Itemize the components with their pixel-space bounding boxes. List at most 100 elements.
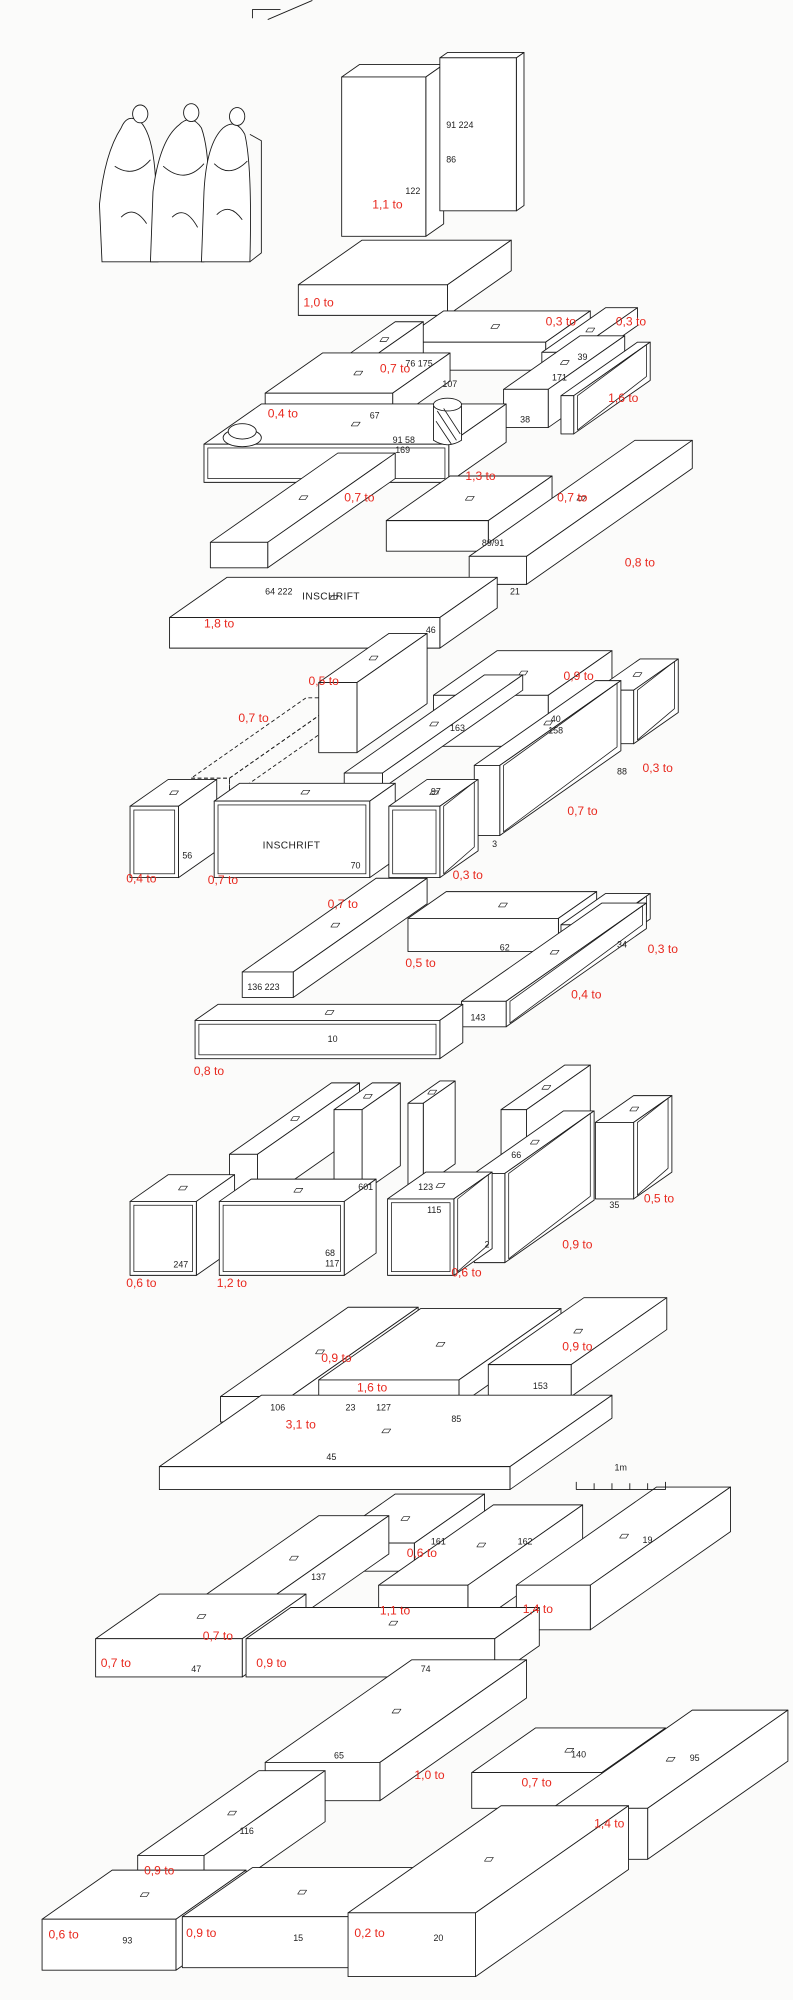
block-number: 38 [520,414,530,424]
block-number: 153 [533,1381,548,1391]
block-number: 107 [442,379,457,389]
block-number: 115 [427,1205,441,1215]
stone-block [209,452,396,569]
block-number: 91 224 [446,120,473,130]
round-base-disc [222,423,262,448]
weight-label: 1,8 to [204,617,235,631]
stone-block [333,1082,401,1193]
stone-block [407,1080,456,1187]
stone-block [560,341,651,435]
stone-block [387,1171,493,1276]
weight-label: 0,6 to [48,1927,79,1941]
block-number: 95 [690,1753,700,1763]
block-number: 91 58 [393,435,415,445]
stone-block [439,52,525,212]
weight-label: 1,4 to [594,1816,625,1830]
weight-label: 1,6 to [357,1380,388,1394]
block-number: 68 [325,1248,335,1258]
block-number: 40 [551,714,561,724]
block-number: 143 [470,1012,485,1022]
block-number: 65 [334,1751,344,1761]
block-number: 169 [395,445,410,455]
stone-block [318,633,428,754]
weight-label: 1,2 to [217,1276,248,1290]
block-number: 39 [578,352,588,362]
block-number: 127 [376,1403,391,1413]
stone-block [388,778,479,879]
stone-block [594,1095,673,1200]
stone-block [194,1003,464,1060]
block-number: 171 [552,372,567,382]
column-fragment [433,397,462,446]
weight-label: 0,7 to [328,897,359,911]
stone-block [169,576,498,649]
stone-block [487,1297,668,1397]
inscription-label: INSCHRIFT [263,840,321,851]
stone-block [129,1174,236,1276]
block-number: 161 [431,1536,446,1546]
block-number: 89/91 [482,538,504,548]
weight-label: 0,3 to [616,315,647,329]
weight-label: 1,0 to [414,1768,445,1782]
block-number: 97 [431,787,441,797]
weight-label: 0,9 to [186,1926,217,1940]
block-number: 86 [446,154,456,164]
block-number: 2 [484,1239,489,1249]
block-number: 247 [173,1260,188,1270]
block-number: 117 [325,1258,339,1268]
weight-label: 0,7 to [567,804,598,818]
block-number: 46 [426,625,436,635]
stone-block [473,680,622,836]
weight-label: 0,5 to [309,674,340,688]
block-numbers: 122 91 224 86 76 175 107 39 171 67 38 91… [122,120,699,1945]
weight-label: 0,7 to [380,362,411,376]
block-number: 140 [571,1749,586,1759]
weight-label: 0,7 to [208,873,239,887]
block-number: 136 223 [247,982,279,992]
weight-label: 0,7 to [521,1776,552,1790]
stone-block [158,1394,613,1491]
inscription-label: INSCHRIFT [302,592,360,603]
stone-block [218,1178,377,1276]
scale-label: 1m [615,1462,627,1472]
weight-label: 0,9 to [256,1656,287,1670]
block-number: 601 [358,1182,373,1192]
weight-labels: 1,1 to 1,0 to 0,3 to 0,3 to 0,7 to 1,6 t… [48,197,678,1941]
block-number: 15 [293,1933,303,1943]
block-number: 45 [326,1452,336,1462]
weight-label: 0,3 to [546,315,577,329]
weight-label: 1,4 to [523,1602,554,1616]
stone-block [347,1805,629,1978]
weight-label: 1,1 to [372,197,403,211]
weight-label: 0,7 to [557,491,588,505]
block-number: 20 [433,1933,443,1943]
stone-block [241,877,428,998]
weight-label: 0,4 to [268,406,299,420]
block-number: 163 [450,723,465,733]
block-number: 35 [609,1200,619,1210]
block-number: 10 [328,1034,338,1044]
weight-label: 0,6 to [126,1276,157,1290]
weight-label: 0,9 to [144,1864,175,1878]
weight-label: 0,7 to [203,1629,234,1643]
weight-label: 0,6 to [407,1546,438,1560]
stone-block [129,778,218,879]
block-number: 23 [346,1403,356,1413]
stone-block [213,782,396,879]
weight-label: 0,8 to [625,556,656,570]
weight-label: 0,9 to [564,669,595,683]
weight-label: 1,1 to [380,1604,411,1618]
weight-label: 0,9 to [321,1351,352,1365]
weight-label: 0,9 to [562,1238,593,1252]
block-number: 158 [548,726,563,736]
block-number: 70 [351,861,361,871]
weight-label: 1,6 to [608,391,639,405]
weight-label: 0,3 to [643,761,674,775]
block-number: 137 [311,1572,326,1582]
block-number: 62 [500,942,510,952]
stone-block [461,902,647,1028]
weight-label: 0,5 to [644,1192,675,1206]
fragment-lines [251,0,313,20]
weight-label: 0,3 to [453,868,484,882]
block-number: 56 [182,850,192,860]
